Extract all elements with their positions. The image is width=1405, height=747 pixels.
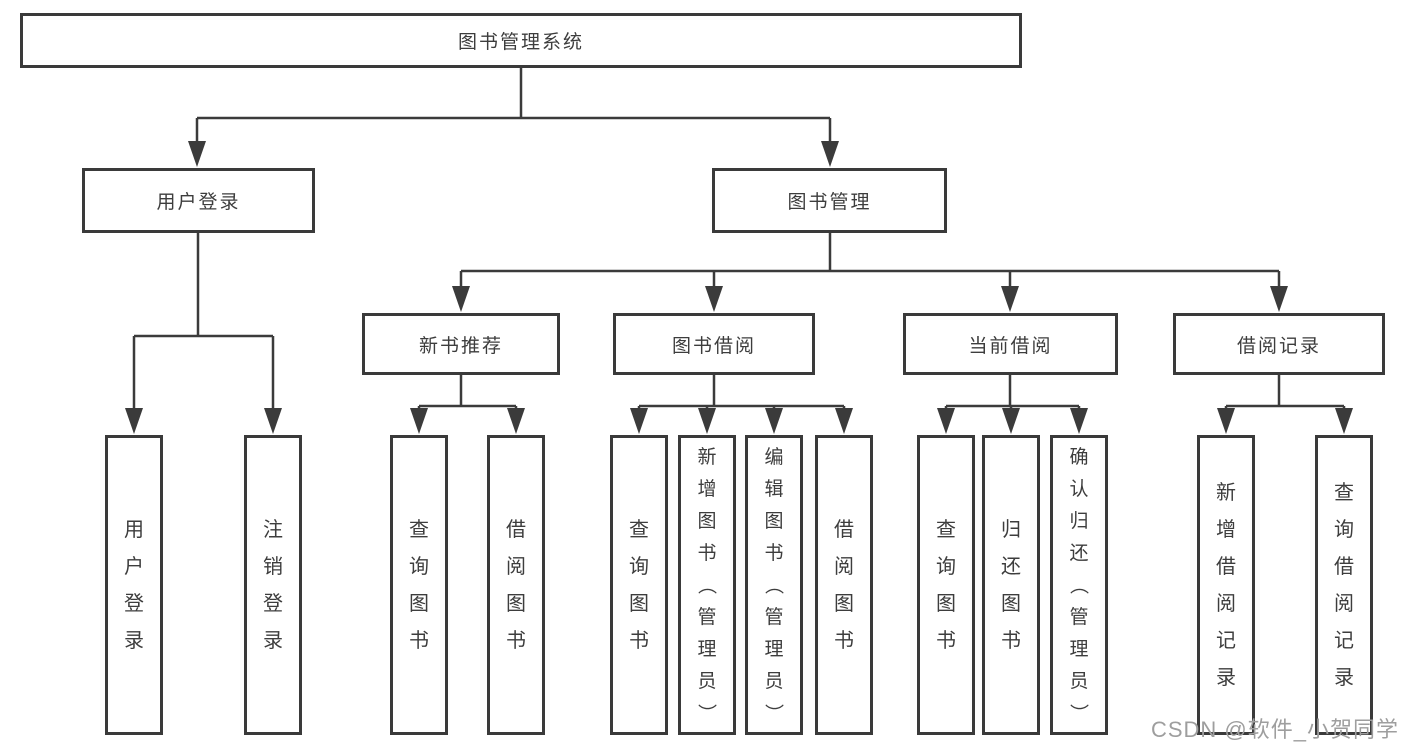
leaf-add-borrow-record: 新增借阅记录 — [1197, 435, 1255, 735]
leaf-label: 归还图书 — [1001, 518, 1021, 652]
leaf-label: 借阅图书 — [506, 518, 526, 652]
leaf-return-books: 归还图书 — [982, 435, 1040, 735]
leaf-add-books-admin: 新增图书（管理员） — [678, 435, 736, 735]
leaf-edit-books-admin: 编辑图书（管理员） — [745, 435, 803, 735]
node-label: 新书推荐 — [418, 335, 503, 357]
node-root-library-system: 图书管理系统 — [20, 13, 1022, 68]
leaf-label: 查询图书 — [629, 518, 649, 652]
leaf-query-books-borrow: 查询图书 — [610, 435, 668, 735]
leaf-borrow-books-recommend: 借阅图书 — [487, 435, 545, 735]
leaf-user-login: 用户登录 — [105, 435, 163, 735]
node-borrowing-records: 借阅记录 — [1173, 313, 1385, 375]
csdn-watermark: CSDN @软件_小贺同学 — [1150, 717, 1399, 742]
node-user-login: 用户登录 — [82, 168, 315, 233]
node-current-borrowing: 当前借阅 — [903, 313, 1118, 375]
node-label: 图书管理系统 — [457, 32, 584, 53]
node-label: 用户登录 — [156, 192, 241, 213]
leaf-label: 注销登录 — [263, 518, 283, 652]
leaf-label: 查询图书 — [409, 518, 429, 652]
leaf-label: 新增借阅记录 — [1216, 481, 1236, 689]
connector-user-login-children — [125, 233, 282, 434]
leaf-query-books-current: 查询图书 — [917, 435, 975, 735]
node-book-borrowing: 图书借阅 — [613, 313, 815, 375]
node-new-book-recommend: 新书推荐 — [362, 313, 560, 375]
node-label: 当前借阅 — [968, 335, 1053, 357]
connector-book-mgmt-groups — [452, 233, 1288, 312]
connector-new-book-rec-children — [410, 375, 525, 434]
node-label: 图书管理 — [787, 192, 872, 213]
leaf-label: 借阅图书 — [834, 518, 854, 652]
leaf-borrow-books: 借阅图书 — [815, 435, 873, 735]
leaf-label: 编辑图书（管理员） — [763, 446, 785, 723]
connector-root-to-branches — [188, 68, 839, 167]
leaf-logout: 注销登录 — [244, 435, 302, 735]
connector-borrow-records-children — [1217, 375, 1353, 434]
node-book-management: 图书管理 — [712, 168, 947, 233]
leaf-label: 确认归还（管理员） — [1068, 446, 1090, 723]
leaf-query-borrow-record: 查询借阅记录 — [1315, 435, 1373, 735]
leaf-label: 查询图书 — [936, 518, 956, 652]
leaf-label: 查询借阅记录 — [1334, 481, 1354, 689]
connector-current-borrow-children — [937, 375, 1088, 434]
leaf-label: 新增图书（管理员） — [696, 446, 718, 723]
leaf-confirm-return-admin: 确认归还（管理员） — [1050, 435, 1108, 735]
leaf-label: 用户登录 — [124, 518, 144, 652]
connector-book-borrow-children — [630, 375, 853, 434]
leaf-query-books-recommend: 查询图书 — [390, 435, 448, 735]
node-label: 图书借阅 — [671, 335, 756, 357]
node-label: 借阅记录 — [1236, 335, 1321, 357]
